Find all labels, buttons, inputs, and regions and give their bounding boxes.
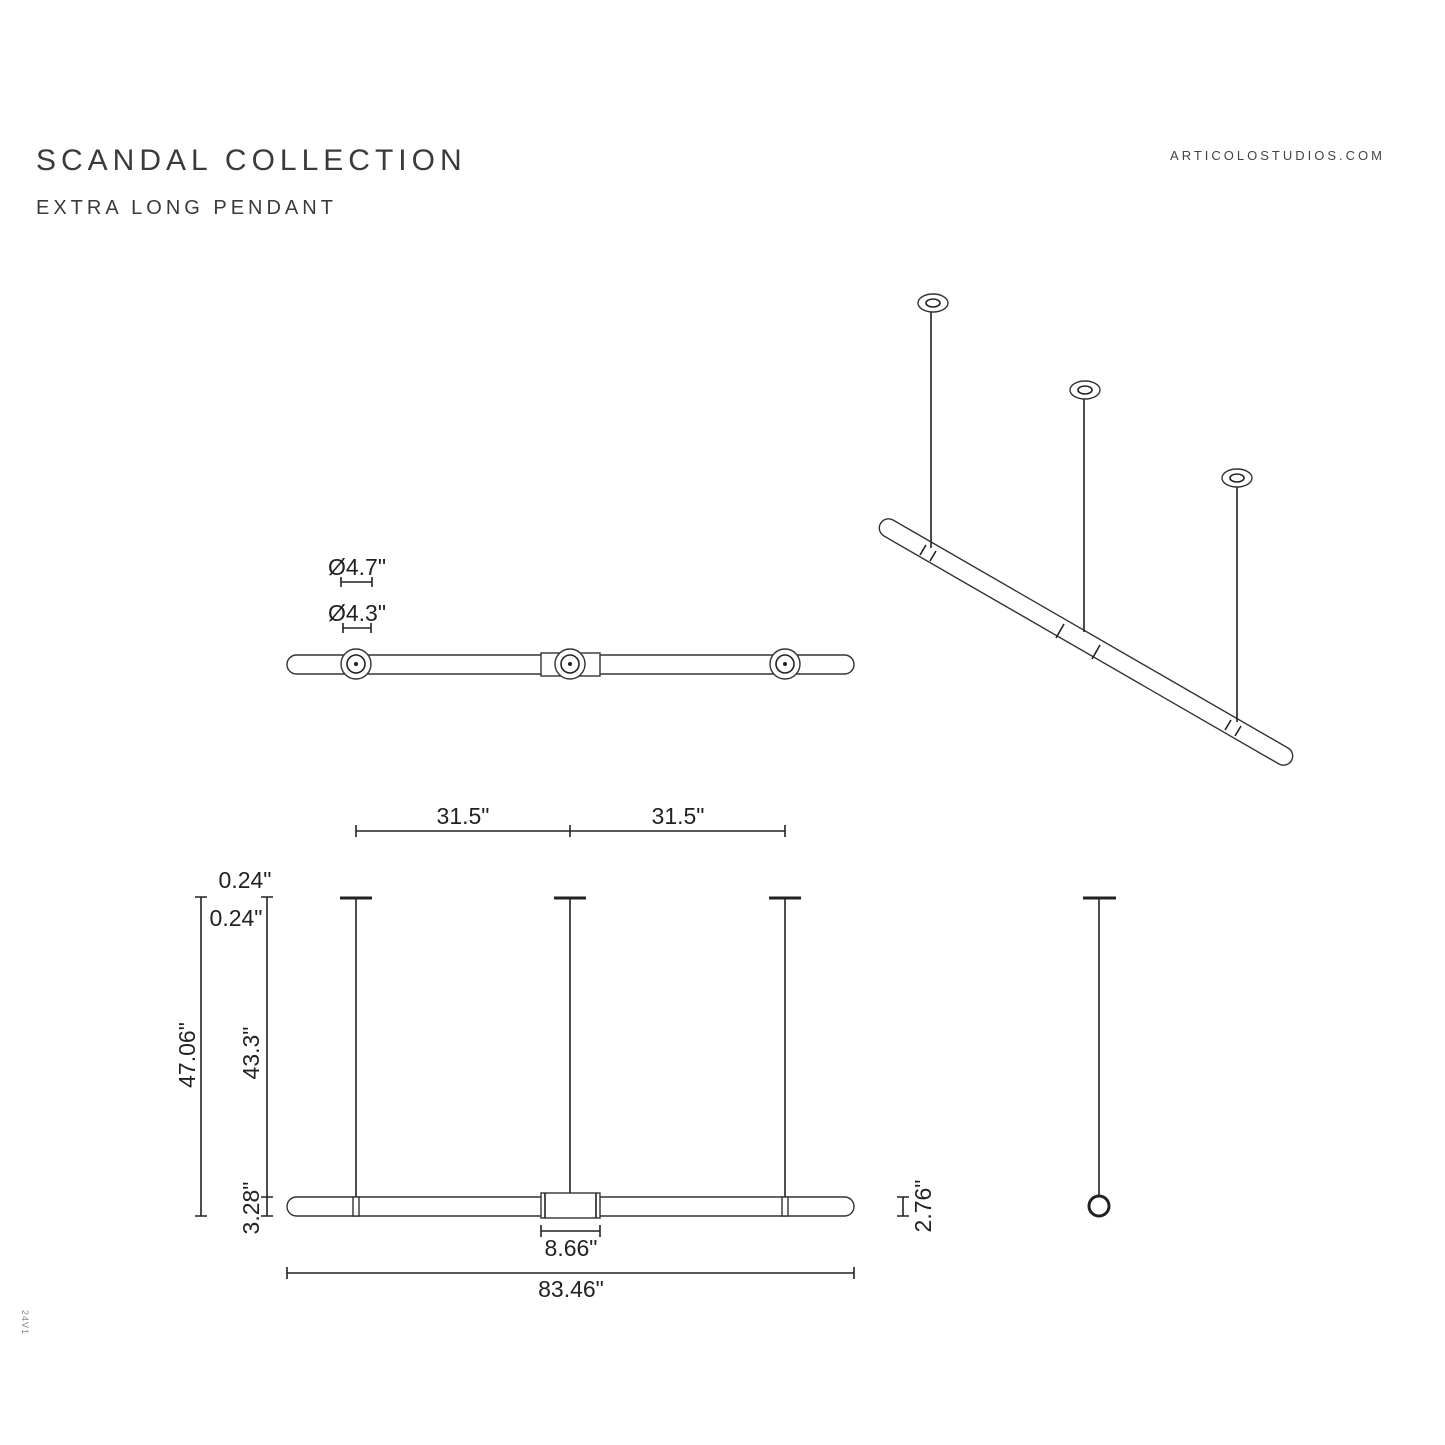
spacing-left-label: 31.5"	[437, 803, 490, 829]
canopy-thickness-label-a: 0.24"	[219, 867, 272, 893]
tube-body-label: 2.76"	[910, 1180, 936, 1233]
canopy-diameter-label: Ø4.7"	[328, 554, 386, 580]
side-view	[1083, 896, 1116, 1218]
front-view	[286, 896, 855, 1219]
overall-height-label: 47.06"	[174, 1022, 200, 1088]
top-view: Ø4.7" Ø4.3"	[286, 554, 855, 680]
tube-diameter-label: Ø4.3"	[328, 600, 386, 626]
isometric-view	[878, 293, 1294, 766]
tube-height-label: 3.28"	[238, 1182, 264, 1235]
dimension-lines	[195, 825, 909, 1279]
spacing-right-label: 31.5"	[652, 803, 705, 829]
product-subtitle: EXTRA LONG PENDANT	[36, 197, 337, 219]
canopy-thickness-label-b: 0.24"	[210, 905, 263, 931]
overall-length-label: 83.46"	[538, 1276, 604, 1302]
stem-length-label: 43.3"	[238, 1027, 264, 1080]
website-link[interactable]: ARTICOLOSTUDIOS.COM	[1170, 148, 1385, 163]
connector-width-label: 8.66"	[545, 1235, 598, 1261]
collection-title: SCANDAL COLLECTION	[36, 144, 467, 177]
